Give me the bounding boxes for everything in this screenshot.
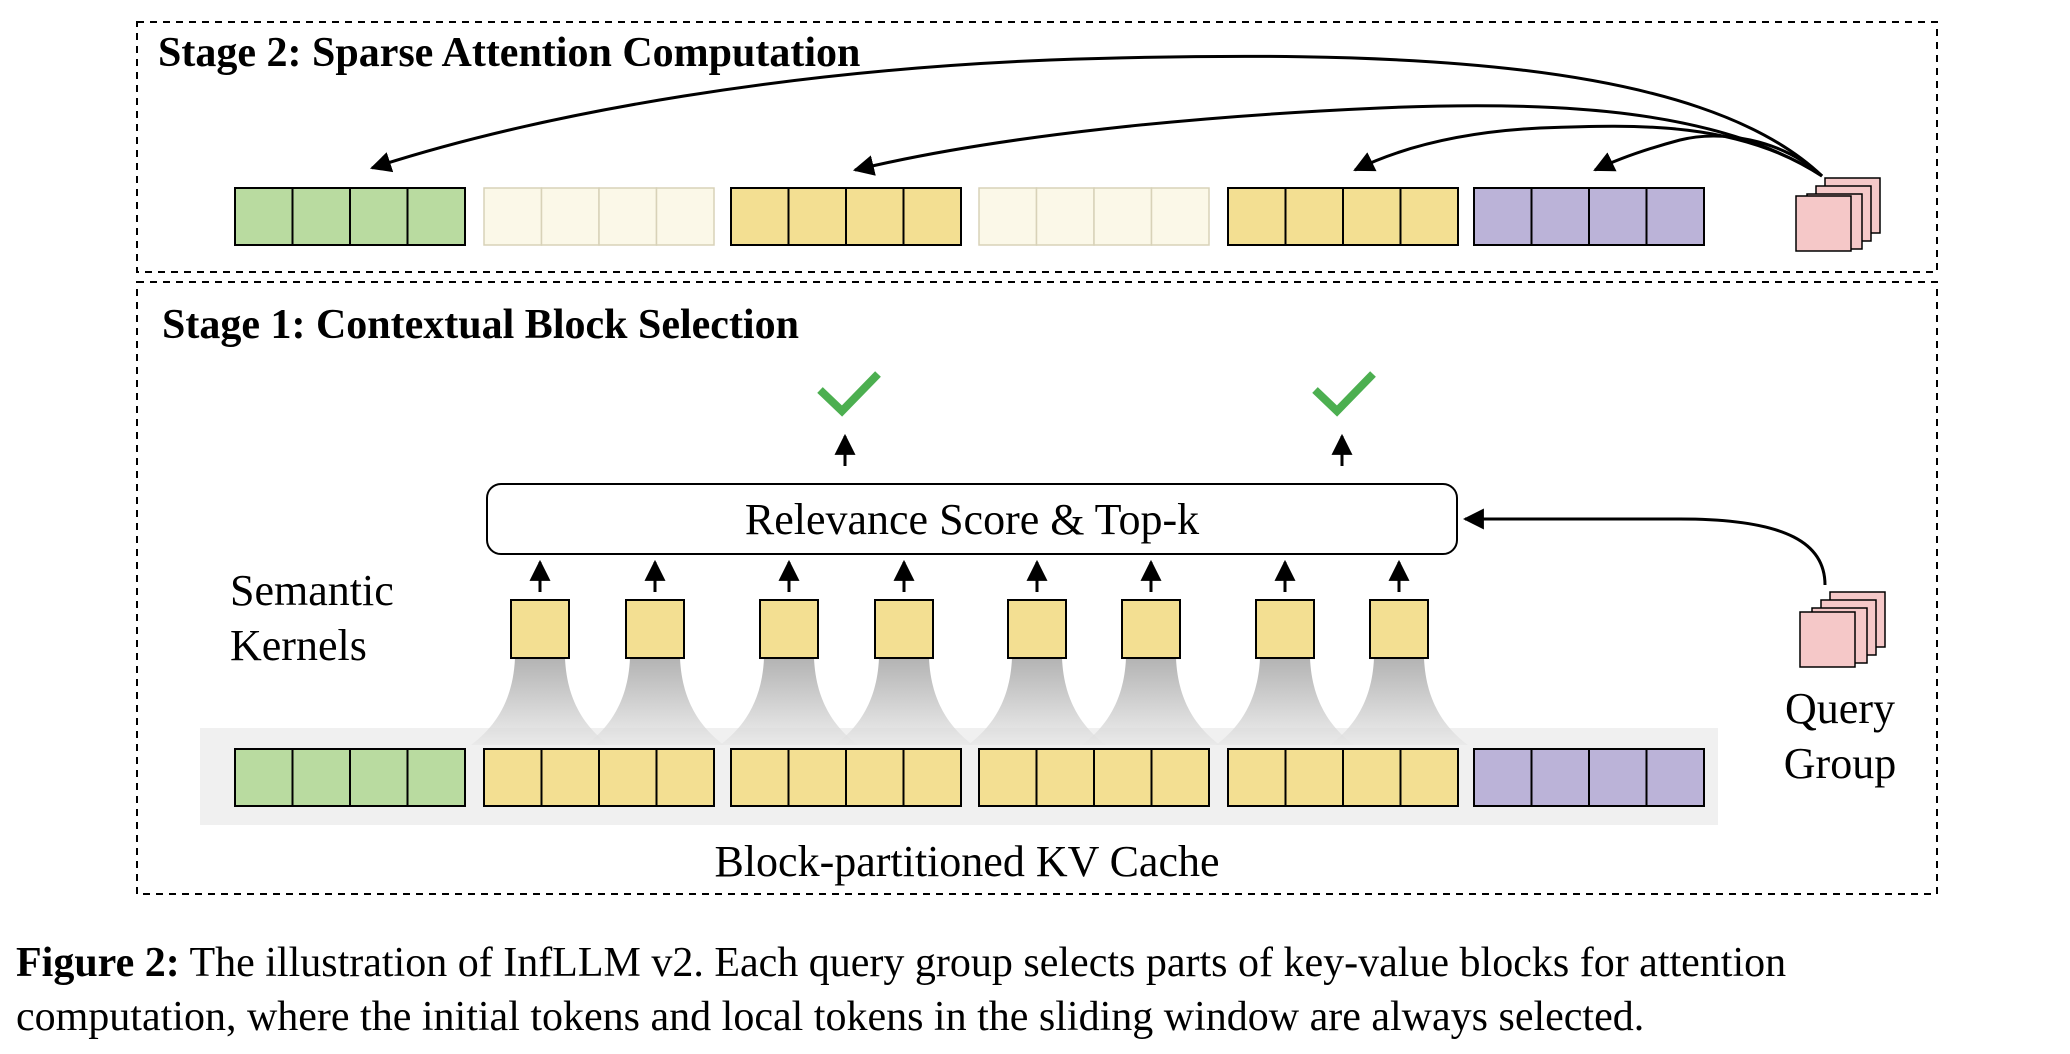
kv-cell: [598, 748, 658, 807]
kv-cell: [1588, 187, 1648, 246]
figure-diagram: Stage 2: Sparse Attention Computation St…: [136, 21, 1938, 895]
kv-cell: [1530, 187, 1590, 246]
kv-cell: [787, 748, 847, 807]
stage2-block-row: [234, 187, 1705, 246]
kv-cell: [655, 748, 715, 807]
caption-text-line2: computation, where the initial tokens an…: [16, 994, 1645, 1040]
kv-cell: [1399, 748, 1459, 807]
kv-cell: [730, 187, 790, 246]
stage2-query-group-icon: [1795, 177, 1881, 252]
semantic-kernel: [1369, 599, 1429, 659]
kv-cell: [291, 187, 351, 246]
kv-cell: [540, 748, 600, 807]
semantic-kernel: [1007, 599, 1067, 659]
kv-cell: [483, 187, 543, 246]
kv-cell: [406, 748, 466, 807]
kv-cell: [1530, 748, 1590, 807]
semantic-kernel: [510, 599, 570, 659]
figure-caption: Figure 2: The illustration of InfLLM v2.…: [16, 936, 2061, 1044]
kv-cell: [1150, 748, 1210, 807]
relevance-score-label: Relevance Score & Top-k: [745, 495, 1199, 544]
kv-cell: [349, 748, 409, 807]
kv-cell: [1645, 187, 1705, 246]
semantic-kernels-label-line1: Semantic: [230, 566, 394, 615]
arrow-to-initial-block: [370, 54, 1824, 178]
kernel-funnel: [471, 658, 609, 745]
kernel-funnel: [835, 658, 973, 745]
kv-cell: [1645, 748, 1705, 807]
kernel-funnel: [586, 658, 724, 745]
kv-cell: [978, 748, 1038, 807]
arrow-to-block-5: [1353, 124, 1823, 178]
kv-cell: [1342, 748, 1402, 807]
semantic-kernel: [759, 599, 819, 659]
arrow-to-local-block: [1593, 134, 1824, 178]
kv-cell: [1035, 187, 1095, 246]
semantic-kernels-label-line2: Kernels: [230, 621, 367, 670]
query-group-label-line2: Group: [1784, 739, 1896, 788]
kv-cell: [787, 187, 847, 246]
kv-cell: [1227, 187, 1287, 246]
check-icon: [1312, 371, 1376, 417]
kv-cell: [902, 748, 962, 807]
stage2-frame: [136, 21, 1938, 273]
kv-cell: [291, 748, 351, 807]
semantic-kernel: [625, 599, 685, 659]
kv-cell: [655, 187, 715, 246]
kv-cell: [845, 187, 905, 246]
kv-cell: [598, 187, 658, 246]
arrow-to-block-3: [852, 104, 1823, 178]
kv-cell: [1093, 748, 1153, 807]
semantic-kernel: [874, 599, 934, 659]
kv-cell: [234, 187, 294, 246]
kv-cell: [349, 187, 409, 246]
relevance-score-box: [486, 483, 1458, 555]
caption-text-line1: The illustration of InfLLM v2. Each quer…: [179, 940, 1787, 986]
kernel-funnel: [1216, 658, 1354, 745]
kv-cell: [730, 748, 790, 807]
kv-cell: [1399, 187, 1459, 246]
kv-cache-label: Block-partitioned KV Cache: [714, 837, 1219, 886]
caption-label: Figure 2:: [16, 940, 180, 986]
stage2-selection-arrows: [370, 54, 1824, 178]
stage1-frame: [136, 281, 1938, 895]
semantic-kernels: [471, 559, 1468, 745]
kv-cell: [1473, 187, 1533, 246]
stage1-title: Stage 1: Contextual Block Selection: [162, 302, 799, 348]
kernel-funnel: [1330, 658, 1468, 745]
kv-cell: [234, 748, 294, 807]
kv-cell: [1035, 748, 1095, 807]
kv-cell: [1473, 748, 1533, 807]
kv-cell: [1150, 187, 1210, 246]
kernel-funnel: [720, 658, 858, 745]
stage1-query-group-icon: [1799, 591, 1886, 668]
kernel-funnel: [968, 658, 1106, 745]
kv-cell: [1284, 748, 1344, 807]
kv-cell: [1342, 187, 1402, 246]
kv-cache-row: [234, 748, 1705, 807]
kv-cell: [902, 187, 962, 246]
semantic-kernel: [1255, 599, 1315, 659]
kv-cell: [540, 187, 600, 246]
kv-cell: [978, 187, 1038, 246]
query-group-label-line1: Query: [1785, 684, 1895, 733]
kv-cell: [1284, 187, 1344, 246]
kv-cell: [483, 748, 543, 807]
semantic-kernel: [1121, 599, 1181, 659]
kernel-funnel: [1082, 658, 1220, 745]
kv-cell: [1227, 748, 1287, 807]
kv-cell: [406, 187, 466, 246]
query-to-score-arrow: [1462, 508, 1827, 586]
kv-cell: [1093, 187, 1153, 246]
kv-cell: [1588, 748, 1648, 807]
kv-cell: [845, 748, 905, 807]
stage2-title: Stage 2: Sparse Attention Computation: [158, 30, 860, 76]
check-icon: [817, 371, 881, 417]
